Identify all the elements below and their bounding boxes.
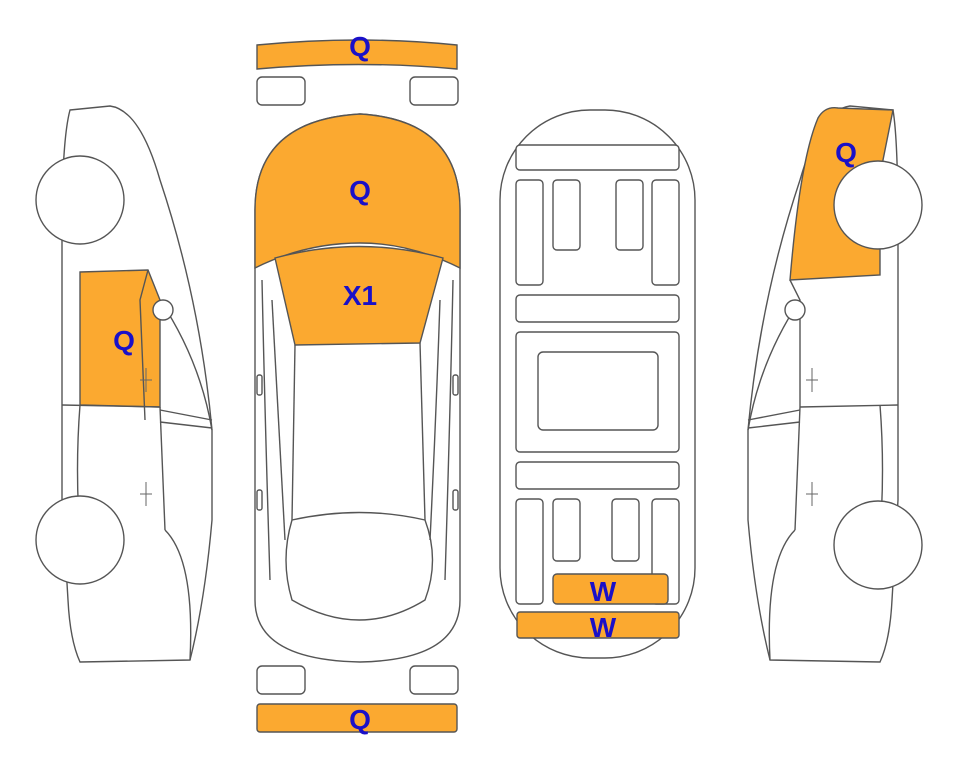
mark-windshield: X1 [343,280,377,311]
mark-hood: Q [349,175,371,206]
windshield-damage [274,245,444,346]
left-side-view: Q [35,105,213,663]
mark-front-bumper: Q [349,31,371,62]
right-side-view: Q [747,105,923,663]
mark-right-rear-quarter: Q [835,137,857,168]
front-bumper-damage [256,39,458,70]
mark-rear-panel: W [590,612,617,643]
left-front-wheel [35,155,125,245]
mark-rear-bumper: Q [349,704,371,735]
right-rear-wheel [833,160,923,250]
right-front-wheel [833,500,923,590]
top-view: Q Q X1 Q [254,31,461,735]
rear-panel-damage [516,611,680,639]
left-rear-wheel [35,495,125,585]
rear-bumper-damage [256,703,458,733]
hood-damage [254,113,461,270]
trunk-lid-damage [552,573,669,605]
mark-left-front-door: Q [113,325,135,356]
mark-trunk-lid: W [590,576,617,607]
underside-view: W W [499,109,696,659]
